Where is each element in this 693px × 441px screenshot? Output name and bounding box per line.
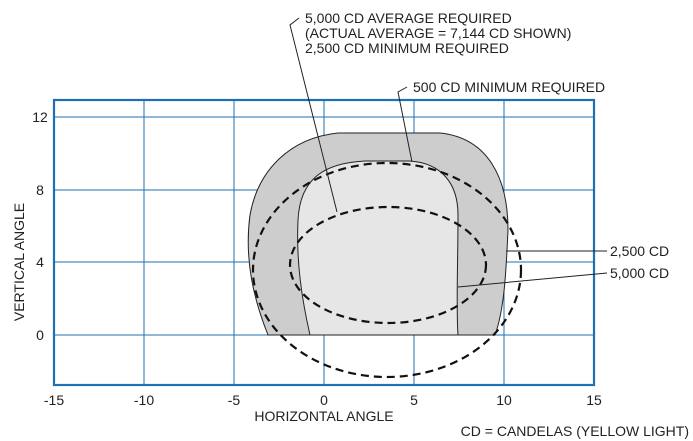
y-tick-4: 4 — [36, 254, 44, 270]
annotation-avg-line2: (ACTUAL AVERAGE = 7,144 CD SHOWN) — [305, 25, 571, 41]
annotation-avg-line3: 2,500 CD MINIMUM REQUIRED — [305, 40, 509, 56]
x-tick-minus5: -5 — [228, 392, 241, 408]
ellipse-2500cd — [251, 161, 523, 379]
ellipse-5000cd — [288, 205, 488, 325]
footnote: CD = CANDELAS (YELLOW LIGHT) — [461, 423, 689, 439]
annotation-2500cd: 2,500 CD — [610, 243, 669, 259]
x-tick-minus15: -15 — [44, 392, 64, 408]
x-tick-5: 5 — [410, 392, 418, 408]
y-tick-12: 12 — [32, 109, 48, 125]
x-tick-10: 10 — [496, 392, 512, 408]
y-tick-8: 8 — [36, 182, 44, 198]
y-tick-0: 0 — [36, 327, 44, 343]
leader-lines — [289, 17, 608, 288]
annotation-5000cd: 5,000 CD — [610, 265, 669, 281]
annotation-avg-line1: 5,000 CD AVERAGE REQUIRED — [305, 10, 512, 26]
zone-2500cd — [297, 160, 459, 336]
x-tick-minus10: -10 — [134, 392, 154, 408]
leader-avg-required — [289, 17, 338, 213]
x-tick-0: 0 — [320, 392, 328, 408]
leader-500cd — [397, 86, 413, 163]
x-axis-title: HORIZONTAL ANGLE — [254, 408, 393, 424]
leader-5000cd — [457, 272, 608, 288]
annotation-500cd-minimum: 500 CD MINIMUM REQUIRED — [413, 79, 605, 95]
y-axis-title: VERTICAL ANGLE — [11, 203, 27, 321]
plot-frame — [52, 98, 596, 387]
x-tick-15: 15 — [586, 392, 602, 408]
